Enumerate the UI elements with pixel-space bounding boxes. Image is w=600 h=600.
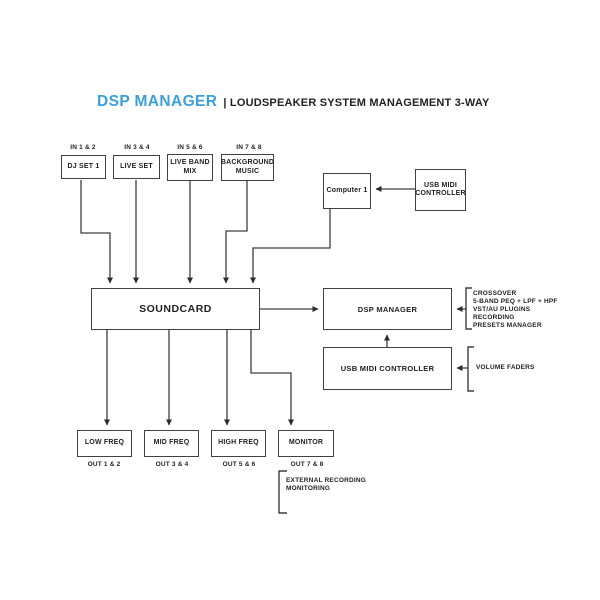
connector-soundcard-to-monitor: [250, 330, 294, 426]
external-recording-note-line: MONITORING: [286, 485, 331, 492]
node-label: LIVE BAND MIX: [170, 159, 210, 175]
node-usb-midi-controller-top: USB MIDI CONTROLLER: [415, 169, 466, 211]
node-label: LIVE SET: [120, 162, 153, 170]
connector-djset-to-soundcard: [80, 180, 113, 284]
node-live-set: LIVE SET: [113, 155, 160, 179]
node-live-band-mix: LIVE BAND MIX: [167, 154, 213, 181]
input-port-label: IN 7 & 8: [236, 144, 262, 151]
node-label: HIGH FREQ: [218, 439, 259, 447]
connector-backgroundmusic-to-soundcard: [223, 181, 248, 284]
node-label: MONITOR: [288, 439, 324, 447]
node-background-music: BACKGROUND MUSIC: [221, 154, 274, 181]
volume-faders-bracket: [467, 346, 474, 392]
node-label: USB MIDI CONTROLLER: [340, 364, 435, 373]
input-port-label: IN 1 & 2: [70, 144, 96, 151]
dsp-feature: RECORDING: [473, 314, 515, 321]
connector-computer-to-soundcard: [250, 209, 331, 284]
dsp-feature-list: CROSSOVER 5-BAND PEQ + LPF + HPF VST/AU …: [473, 290, 558, 330]
input-port-label: IN 5 & 6: [177, 144, 203, 151]
node-dsp-manager: DSP MANAGER: [323, 288, 452, 330]
node-usb-midi-controller-bottom: USB MIDI CONTROLLER: [323, 347, 452, 390]
title-brand: DSP MANAGER: [97, 93, 218, 110]
output-port-label: OUT 7 & 8: [290, 461, 324, 468]
node-soundcard: SOUNDCARD: [91, 288, 260, 330]
features-bracket: [465, 287, 472, 330]
external-recording-bracket: [278, 470, 287, 514]
dsp-feature: 5-BAND PEQ + LPF + HPF: [473, 298, 558, 305]
volume-faders-label: VOLUME FADERS: [476, 364, 535, 371]
node-mid-freq: MID FREQ: [144, 430, 199, 457]
node-monitor: MONITOR: [278, 430, 334, 457]
node-label: USB MIDI CONTROLLER: [415, 181, 466, 197]
input-port-label: IN 3 & 4: [124, 144, 150, 151]
external-recording-note-line: EXTERNAL RECORDING: [286, 477, 367, 484]
output-port-label: OUT 3 & 4: [155, 461, 189, 468]
title-subtitle: | LOUDSPEAKER SYSTEM MANAGEMENT 3-WAY: [223, 97, 490, 109]
page-title: DSP MANAGER | LOUDSPEAKER SYSTEM MANAGEM…: [97, 93, 490, 111]
dsp-feature: VST/AU PLUGINS: [473, 306, 531, 313]
node-dj-set: DJ SET 1: [61, 155, 106, 179]
node-label: LOW FREQ: [84, 439, 125, 447]
node-label: DSP MANAGER: [357, 304, 418, 314]
dsp-feature: CROSSOVER: [473, 290, 517, 297]
node-label: SOUNDCARD: [139, 302, 212, 315]
output-port-label: OUT 1 & 2: [87, 461, 121, 468]
node-label: DJ SET 1: [67, 162, 100, 170]
external-recording-note: EXTERNAL RECORDING MONITORING: [286, 477, 366, 493]
node-label: BACKGROUND MUSIC: [220, 159, 275, 175]
output-port-label: OUT 5 & 6: [222, 461, 256, 468]
dsp-feature: PRESETS MANAGER: [473, 322, 542, 329]
node-computer: Computer 1: [323, 173, 371, 209]
node-high-freq: HIGH FREQ: [211, 430, 266, 457]
node-low-freq: LOW FREQ: [77, 430, 132, 457]
node-label: Computer 1: [326, 186, 368, 194]
node-label: MID FREQ: [153, 439, 190, 447]
